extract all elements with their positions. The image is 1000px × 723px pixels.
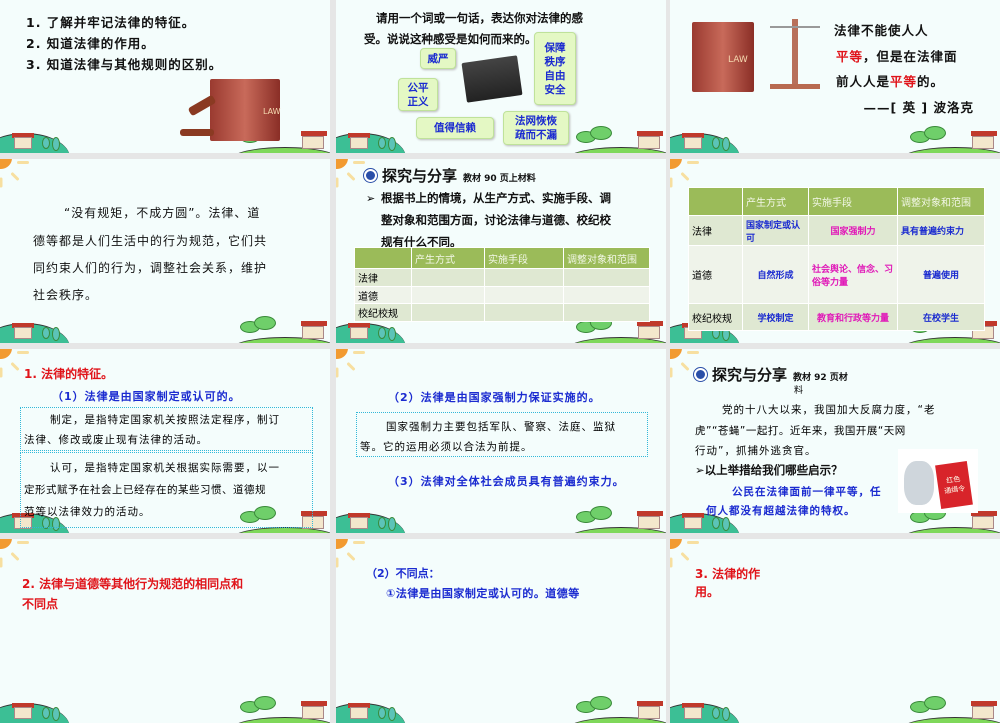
word-justice-net: 法网恢恢疏而不漏 (503, 111, 569, 145)
scales-icon (770, 14, 820, 89)
quote-line-3: 前人人是平等的。 (836, 74, 945, 89)
explanation-line: 等。它的运用必须以合法为前提。 (360, 441, 533, 453)
objective-2: 2. 知道法律的作用。 (26, 36, 155, 51)
material-line: 党的十八大以来，我国加大反腐力度，“老 (722, 404, 936, 416)
slide-title: 2. 法律与道德等其他行为规范的相同点和 (22, 577, 244, 591)
question: ➢以上举措给我们哪些启示？ (695, 463, 843, 477)
arrow-bullet-icon: ➢ (366, 192, 376, 205)
objective-1: 1. 了解并牢记法律的特征。 (26, 15, 196, 30)
slide-thumbnail-12[interactable]: 3. 法律的作 用。 (670, 539, 1000, 723)
slide-thumbnail-5[interactable]: 探究与分享教材 90 页上材料 ➢ 根据书上的情境，从生产方式、实施手段、调 整… (336, 159, 666, 343)
definition-line: 法律、修改或废止现有法律的活动。 (24, 434, 208, 446)
difference-1: ①法律是由国家制定或认可的。道德等 (386, 587, 580, 600)
globe-icon (694, 368, 707, 381)
bullet-line-3: 规有什么不同。 (381, 235, 462, 249)
word-order-freedom: 保障秩序自由安全 (534, 32, 576, 105)
answer-line: 公民在法律面前一律平等，任 (732, 486, 882, 498)
quote-line-2: 平等，但是在法律面 (836, 49, 958, 64)
word-trustworthy: 值得信赖 (416, 117, 494, 139)
explanation-line: 国家强制力主要包括军队、警察、法庭、监狱 (386, 421, 616, 433)
prompt-line-1: 请用一个词或一句话，表达你对法律的感 (376, 11, 583, 25)
material-line: 行动”，抓捕外逃贪官。 (695, 445, 817, 457)
word-fairness: 公平正义 (398, 78, 438, 111)
paragraph-line-1: “没有规矩，不成方圆”。法律、道 (64, 206, 261, 220)
feature-1: （1）法律是由国家制定或认可的。 (52, 390, 241, 403)
quote-line-1: 法律不能使人人 (834, 23, 929, 38)
definition-box-2 (20, 452, 313, 528)
feature-3: （3）法律对全体社会成员具有普遍约束力。 (388, 475, 625, 488)
feature-2: （2）法律是由国家强制力保证实施的。 (388, 391, 601, 404)
section-header: 探究与分享教材 92 页材 (712, 366, 848, 384)
source-wrap: 料 (794, 386, 804, 396)
slide-thumbnail-10[interactable]: 2. 法律与道德等其他行为规范的相同点和 不同点 (0, 539, 330, 723)
definition-line: 范等以法律效力的活动。 (24, 506, 151, 518)
slide-thumbnail-8[interactable]: （2）法律是由国家强制力保证实施的。 国家强制力主要包括军队、警察、法庭、监狱 … (336, 349, 666, 533)
explanation-box (356, 412, 648, 457)
globe-icon (364, 169, 377, 182)
paragraph-line-4: 社会秩序。 (33, 288, 99, 302)
slide-thumbnail-2[interactable]: 请用一个词或一句话，表达你对法律的感 受。说说这种感受是如何而来的。 威严 公平… (336, 0, 666, 153)
slide-title-wrap: 用。 (695, 585, 720, 599)
definition-line: 制定，是指特定国家机关按照法定程序，制订 (50, 414, 280, 426)
material-line: 虎”“苍蝇”一起打。近年来，我国开展“天网 (695, 425, 906, 437)
slide-thumbnail-11[interactable]: （2）不同点： ①法律是由国家制定或认可的。道德等 (336, 539, 666, 723)
slide-title-wrap: 不同点 (22, 597, 59, 611)
slide-title: 1. 法律的特征。 (24, 367, 114, 381)
section-header: 探究与分享教材 90 页上材料 (382, 167, 536, 185)
prompt-line-2: 受。说说这种感受是如何而来的。 (364, 32, 537, 46)
paragraph-line-2: 德等都是人们生活中的行为规范，它们共 (33, 234, 268, 248)
slide-thumbnail-3[interactable]: LAW 法律不能使人人 平等，但是在法律面 前人人是平等的。 ——[ 英 ] 波… (670, 0, 1000, 153)
answer-line: 何人都没有超越法律的特权。 (706, 505, 856, 517)
objective-3: 3. 知道法律与其他规则的区别。 (26, 57, 223, 72)
definition-line: 定形式赋予在社会上已经存在的某些习惯、道德规 (24, 484, 266, 496)
bullet-line-2: 整对象和范围方面，讨论法律与道德、校纪校 (381, 213, 611, 227)
word-weiyan: 威严 (420, 48, 456, 69)
slide-thumbnail-6[interactable]: 产生方式实施手段调整对象和范围 法律国家制定或认可国家强制力具有普遍约束力 道德… (670, 159, 1000, 343)
differences-heading: （2）不同点： (366, 567, 440, 580)
definition-line: 认可，是指特定国家机关根据实际需要，以一 (50, 462, 280, 474)
red-notice-cartoon: 红色通缉令 (898, 449, 978, 513)
slide-thumbnail-7[interactable]: 1. 法律的特征。 （1）法律是由国家制定或认可的。 制定，是指特定国家机关按照… (0, 349, 330, 533)
slide-thumbnail-4[interactable]: “没有规矩，不成方圆”。法律、道 德等都是人们生活中的行为规范，它们共 同约束人… (0, 159, 330, 343)
definition-box-1 (20, 407, 313, 451)
comparison-table-empty: 产生方式实施手段调整对象和范围 法律 道德 校纪校规 (354, 247, 650, 322)
law-books-image (692, 22, 754, 92)
slide-title: 3. 法律的作 (695, 567, 761, 581)
quote-author: ——[ 英 ] 波洛克 (863, 100, 974, 115)
slide-thumbnail-1[interactable]: 1. 了解并牢记法律的特征。 2. 知道法律的作用。 3. 知道法律与其他规则的… (0, 0, 330, 153)
law-book-image (461, 55, 523, 103)
paragraph-line-3: 同约束人们的行为，调整社会关系，维护 (33, 261, 268, 275)
bullet-line-1: 根据书上的情境，从生产方式、实施手段、调 (381, 191, 611, 205)
slide-thumbnail-9[interactable]: 探究与分享教材 92 页材 料 党的十八大以来，我国加大反腐力度，“老 虎”“苍… (670, 349, 1000, 533)
comparison-table-filled: 产生方式实施手段调整对象和范围 法律国家制定或认可国家强制力具有普遍约束力 道德… (688, 187, 985, 331)
